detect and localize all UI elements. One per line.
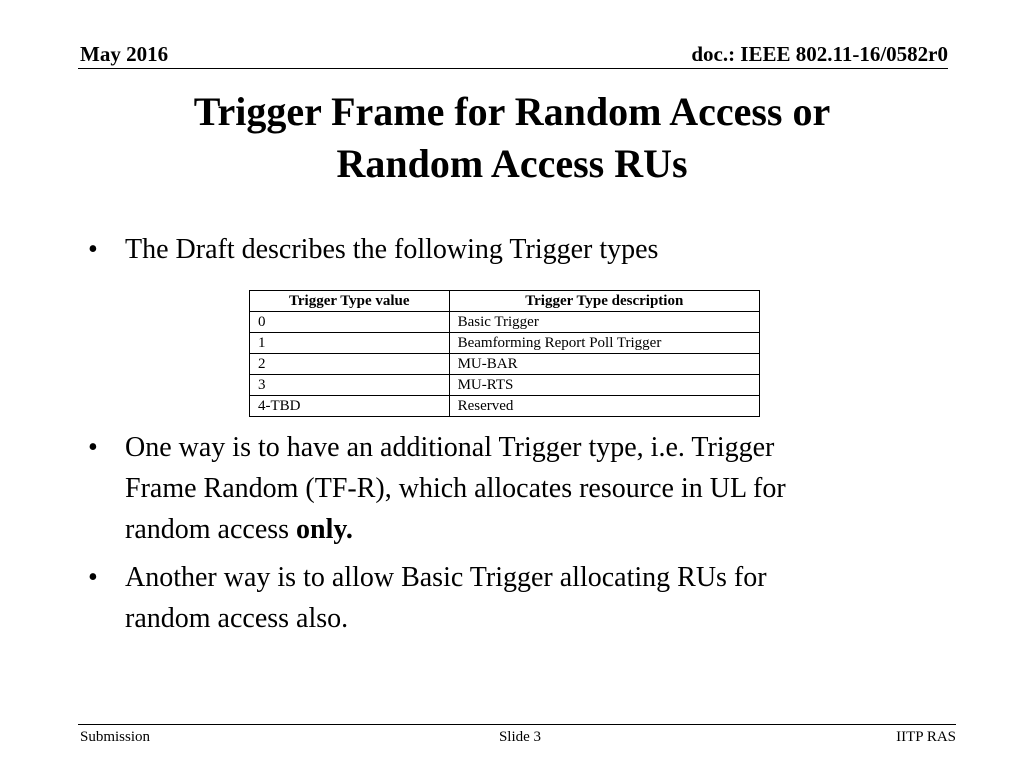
table-cell-value: 2 (249, 353, 450, 375)
table-cell-value: 1 (249, 332, 450, 354)
slide-title-line-1: Trigger Frame for Random Access or (193, 89, 831, 134)
table-cell-description: MU-RTS (448, 374, 761, 396)
table-header-row: Trigger Type value Trigger Type descript… (249, 290, 761, 312)
footer-slide-number: Slide 3 (498, 729, 542, 745)
slide-title-line-2: Random Access RUs (336, 141, 688, 186)
slide-title: Trigger Frame for Random Access or Rando… (100, 86, 924, 190)
table-cell-value: 0 (249, 311, 450, 333)
footer-organization: IITP RAS (896, 729, 956, 745)
trigger-type-table: Trigger Type value Trigger Type descript… (249, 290, 761, 417)
header-doc-id: doc.: IEEE 802.11-16/0582r0 (691, 42, 948, 66)
table-row: 1 Beamforming Report Poll Trigger (249, 332, 761, 354)
bullet-marker: • (88, 562, 98, 593)
table-cell-value: 4-TBD (249, 395, 450, 417)
table-header-value: Trigger Type value (249, 290, 450, 312)
bullet-marker: • (88, 432, 98, 463)
table-row: 2 MU-BAR (249, 353, 761, 375)
bullet-text-line: Frame Random (TF-R), which allocates res… (125, 473, 786, 504)
table-cell-value: 3 (249, 374, 450, 396)
bullet-text: One way is to have an additional Trigger… (125, 427, 948, 550)
table-cell-description: MU-BAR (448, 353, 761, 375)
table-cell-description: Reserved (448, 395, 761, 417)
bullet-text-line: The Draft describes the following Trigge… (125, 234, 659, 265)
header-date: May 2016 (80, 42, 169, 66)
bullet-text-line: Another way is to allow Basic Trigger al… (125, 562, 767, 593)
bullet-text-line: random access only. (125, 509, 948, 550)
table-header-description: Trigger Type description (448, 290, 761, 312)
table-row: 0 Basic Trigger (249, 311, 761, 333)
bullet-text-segment: random access (125, 514, 297, 545)
bullet-text-line: One way is to have an additional Trigger… (125, 432, 775, 463)
header-divider (78, 68, 948, 69)
bullet-text-line: random access also. (125, 603, 349, 634)
table-row: 3 MU-RTS (249, 374, 761, 396)
bullet-text: Another way is to allow Basic Trigger al… (125, 557, 948, 639)
bullet-emphasis: only. (296, 514, 353, 545)
footer-divider (78, 724, 956, 725)
table-row: 4-TBD Reserved (249, 395, 761, 417)
table-cell-description: Basic Trigger (448, 311, 761, 333)
bullet-marker: • (88, 234, 98, 265)
table-cell-description: Beamforming Report Poll Trigger (448, 332, 761, 354)
bullet-text: The Draft describes the following Trigge… (125, 229, 948, 270)
footer-submission: Submission (80, 729, 151, 745)
